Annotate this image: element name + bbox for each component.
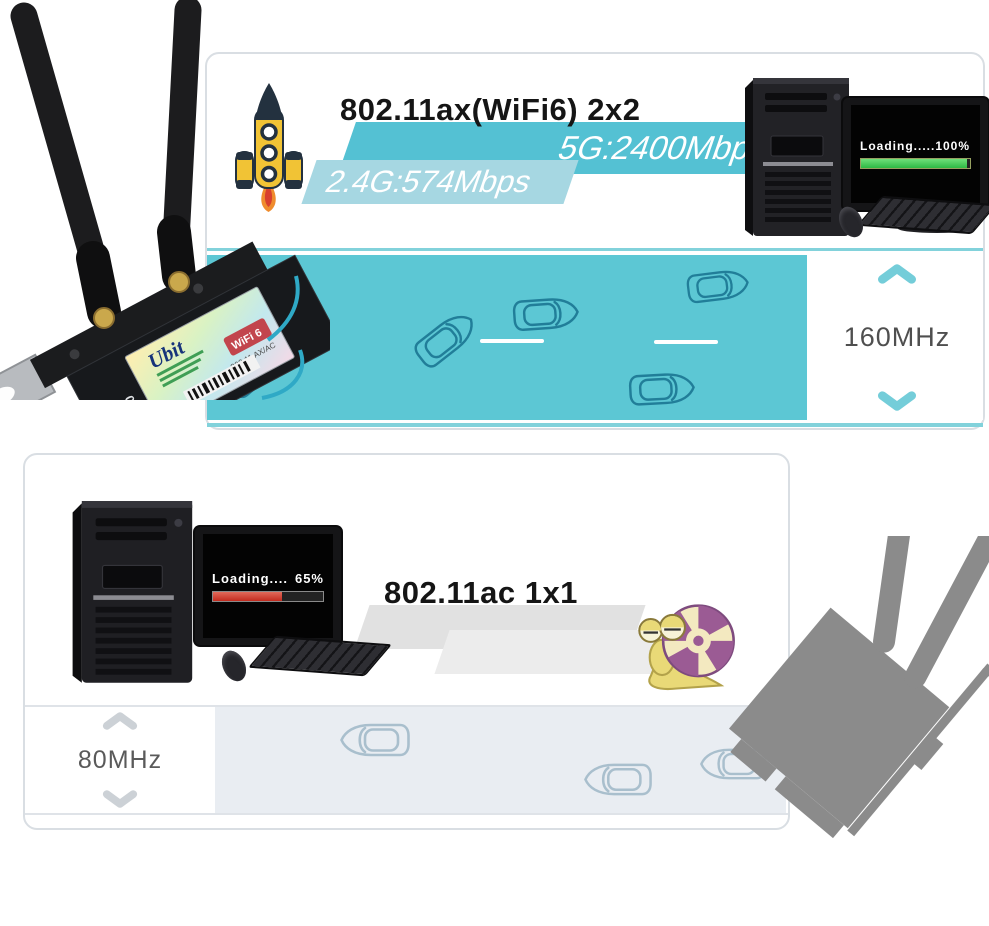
keyboard-icon: [856, 195, 989, 235]
antenna-icon: [10, 2, 110, 282]
bandwidth-label: 80MHz: [77, 745, 163, 774]
road-edge-bottom: [25, 813, 788, 815]
computer-tower-icon: [72, 501, 193, 683]
car-icon: [583, 762, 653, 797]
monitor-screen: Loading.... 65%: [203, 534, 333, 638]
loading-percent: 65%: [294, 570, 324, 586]
road-edge-bottom: [207, 423, 983, 427]
wifi5-heading: 802.11ac 1x1: [384, 575, 578, 610]
loading-text: Loading.....: [860, 139, 936, 153]
lane-dash: [654, 340, 718, 344]
monitor-screen: Loading..... 100%: [851, 105, 980, 203]
chevron-up-icon: [102, 711, 138, 731]
bandwidth-80-section: 80MHz: [25, 707, 215, 813]
bandwidth-label: 160MHz: [843, 322, 951, 352]
progress-fill: [861, 159, 967, 168]
car-icon: [511, 295, 581, 334]
car-icon: [627, 370, 697, 408]
progress-bar: [212, 590, 324, 602]
fast-computer: Loading..... 100%: [738, 72, 989, 242]
antenna-wire: [261, 349, 305, 400]
loading-percent: 100%: [935, 139, 971, 153]
chevron-down-icon: [877, 390, 917, 412]
road-edge-top: [207, 248, 983, 251]
chevron-up-icon: [877, 263, 917, 285]
car-icon: [339, 722, 411, 758]
wifi-card-photo: Ubit WiFi 6 802.11 AX/AC AX200 FC CE PCI…: [0, 0, 330, 400]
progress-bar: [860, 158, 971, 169]
antenna-wire: [266, 275, 300, 342]
snail-icon: [638, 604, 735, 691]
wifi6-heading: 802.11ax(WiFi6) 2x2: [340, 92, 641, 127]
loading-text: Loading....: [212, 570, 288, 586]
sma-connector-icon: [168, 271, 190, 293]
progress-fill: [213, 591, 283, 601]
lane-dash: [480, 339, 544, 343]
road-edge-top: [25, 705, 788, 707]
bandwidth-160-section: 160MHz: [811, 255, 983, 420]
speed-24g-label: 2.4G:574Mbps: [321, 164, 537, 199]
rocket-icon: [235, 83, 303, 212]
monitor: Loading..... 100%: [843, 98, 988, 210]
computer-tower-icon: [745, 78, 849, 236]
chevron-down-icon: [102, 789, 138, 809]
sma-connector-icon: [93, 307, 115, 329]
antenna-icon: [162, 0, 202, 254]
monitor: Loading.... 65%: [195, 527, 341, 645]
road-light: [215, 707, 786, 813]
mouse-icon: [217, 646, 251, 686]
slow-computer: Loading.... 65%: [58, 495, 393, 700]
wifi-card-silhouette: [729, 536, 989, 839]
speed-24g-banner: 2.4G:574Mbps: [301, 160, 579, 204]
